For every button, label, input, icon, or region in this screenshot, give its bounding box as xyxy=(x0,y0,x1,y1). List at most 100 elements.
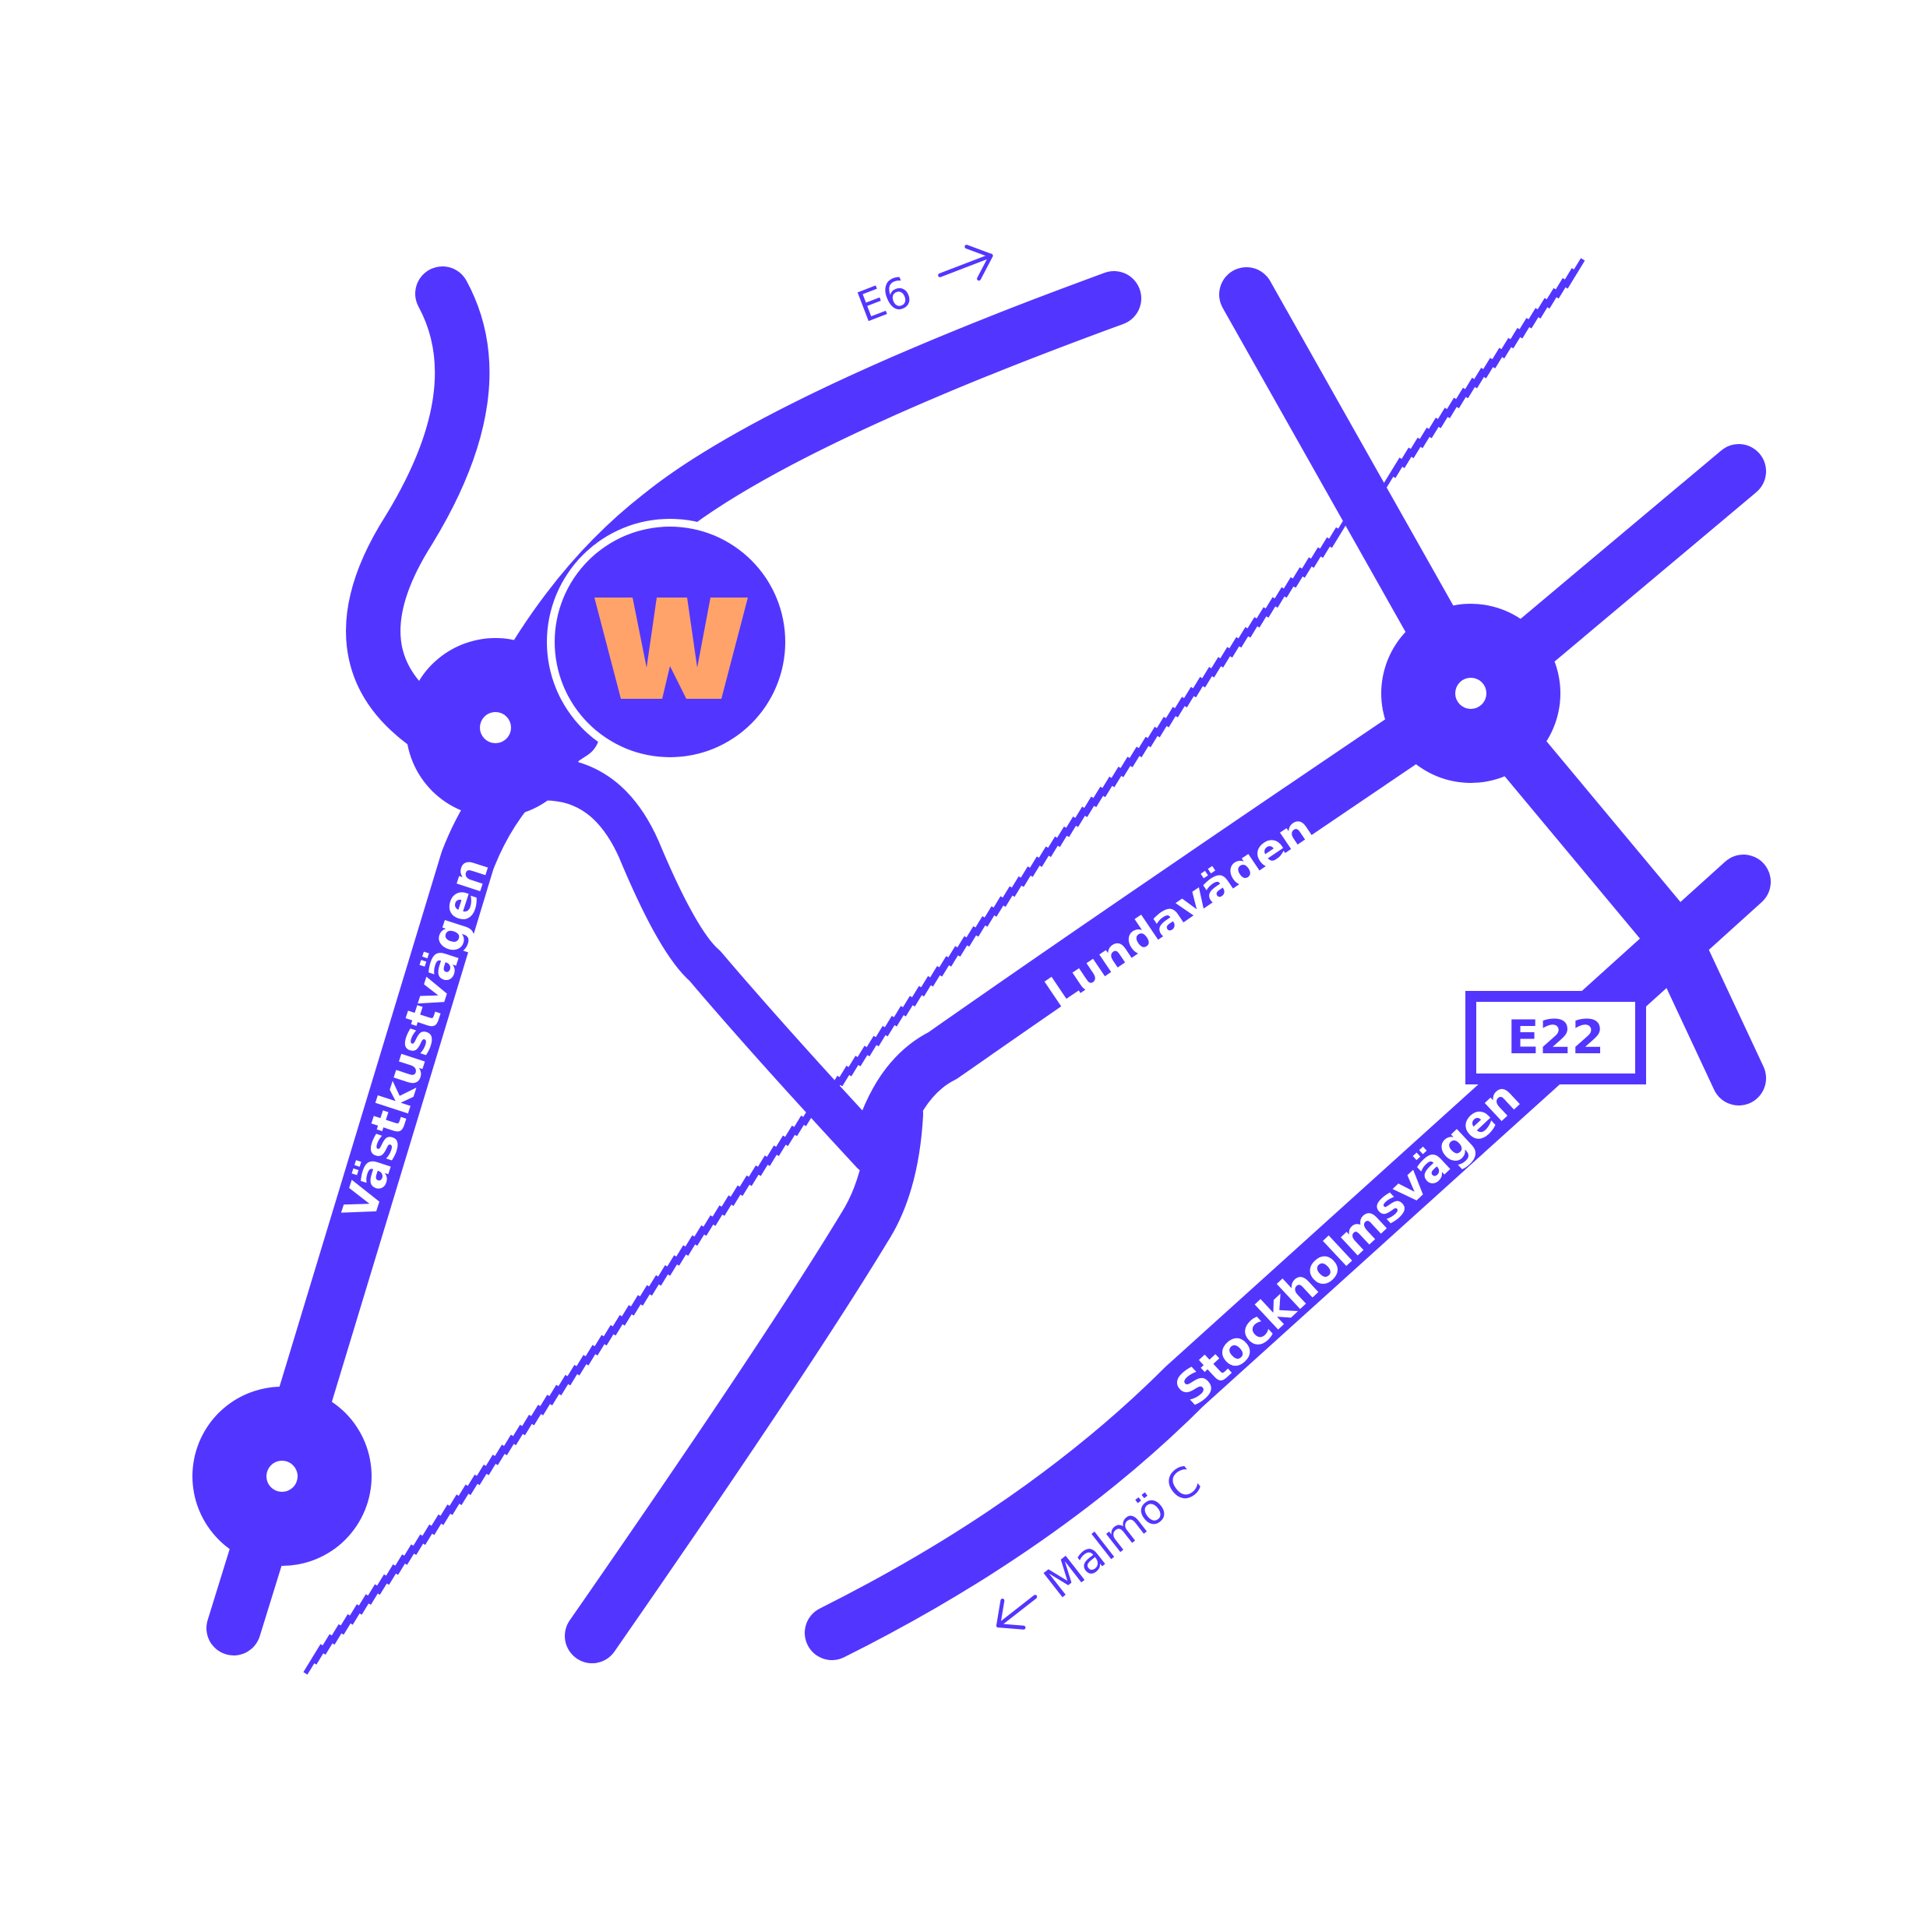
railway-tie xyxy=(1536,287,1558,319)
railway-tie xyxy=(430,1504,452,1535)
railway-tie xyxy=(502,1424,524,1455)
railway-tie xyxy=(1264,587,1286,618)
railway-tie xyxy=(1300,547,1322,578)
railway-tie xyxy=(1545,277,1567,309)
railway-tie xyxy=(548,1374,569,1405)
railway-tie xyxy=(1509,318,1531,349)
road-northeast-diagonal xyxy=(1219,267,1766,1105)
railway-tie xyxy=(485,1444,506,1475)
railway-tie xyxy=(947,936,968,967)
railway-tie xyxy=(739,1165,760,1197)
railway-tie xyxy=(1518,308,1540,339)
roundabout-southwest-center xyxy=(266,1461,298,1492)
railway-tie xyxy=(847,1045,869,1077)
railway-tie xyxy=(866,1025,887,1056)
railway-tie xyxy=(1500,327,1521,359)
railway-tie xyxy=(1391,447,1413,478)
railway-tie xyxy=(493,1434,515,1465)
railway-tie xyxy=(466,1465,488,1496)
road-stockholmsvagen xyxy=(805,855,1771,1660)
railway-tie xyxy=(385,1554,407,1585)
railway-tie xyxy=(1237,617,1259,648)
railway-tie xyxy=(1482,347,1504,379)
railway-tie xyxy=(412,1524,434,1555)
railway-tie xyxy=(1110,756,1132,788)
railway-tie xyxy=(1472,358,1494,389)
railway-tie xyxy=(321,1624,343,1655)
railway-tie xyxy=(1183,676,1204,708)
railway-tie xyxy=(439,1494,461,1525)
railway-tie xyxy=(720,1185,742,1216)
arrow-right-icon xyxy=(938,245,993,281)
railway-tie xyxy=(1400,437,1422,468)
railway-tie xyxy=(457,1474,479,1505)
railway-tie xyxy=(892,996,915,1027)
railway-tie xyxy=(1028,846,1050,877)
road-label-lundavagen: Lundavägen xyxy=(1036,802,1324,1021)
railway-tie xyxy=(938,946,960,977)
road-label-stockholmsvagen: Stockholmsvägen xyxy=(1165,1071,1530,1417)
railway-tie xyxy=(1019,856,1042,887)
railway-tie xyxy=(1445,387,1468,418)
railway-tie xyxy=(1065,806,1087,837)
railway-tie xyxy=(340,1604,361,1635)
arrow-left-icon xyxy=(996,1595,1038,1630)
railway-tie xyxy=(421,1514,442,1546)
railway-tie xyxy=(1137,726,1159,758)
railway-tie xyxy=(629,1285,651,1316)
railway-tie xyxy=(1010,866,1032,897)
railway-tie xyxy=(1292,557,1313,588)
railway-tie xyxy=(303,1644,325,1675)
railway-tie xyxy=(1083,786,1105,817)
railway-tie xyxy=(1310,537,1331,568)
railway-tie xyxy=(1554,268,1576,299)
railway-track xyxy=(303,258,1585,1675)
railway-tie xyxy=(992,886,1014,917)
railway-tie xyxy=(375,1564,397,1595)
railway-tie xyxy=(1419,418,1440,449)
railway-tie xyxy=(584,1334,606,1366)
railway-tie xyxy=(684,1225,706,1256)
railway-tie xyxy=(512,1415,534,1446)
railway-tie xyxy=(1074,796,1095,827)
railway-tie xyxy=(1165,696,1186,728)
railway-tie xyxy=(1464,368,1486,399)
railway-tie xyxy=(1155,707,1177,738)
road-central xyxy=(524,757,894,1175)
railway-tie xyxy=(639,1274,661,1306)
railway-tie xyxy=(539,1384,561,1416)
w-logo-icon[interactable] xyxy=(547,519,793,765)
railway-tie xyxy=(1255,597,1277,628)
road-lundavagen xyxy=(857,666,1500,1157)
railway-tie xyxy=(1427,407,1449,439)
railway-tie xyxy=(856,1035,878,1066)
railway-tie xyxy=(647,1265,669,1296)
svg-text:E6: E6 xyxy=(851,267,918,332)
railway-tie xyxy=(702,1205,724,1236)
railway-tie xyxy=(557,1365,579,1396)
railway-tie xyxy=(747,1155,769,1186)
railway-tie xyxy=(1119,746,1141,777)
railway-tie xyxy=(1409,427,1431,459)
railway-tie xyxy=(403,1534,425,1565)
railway-tie xyxy=(1246,607,1268,638)
railway-tie xyxy=(1273,576,1295,608)
railway-tie xyxy=(666,1245,688,1276)
railway-tie xyxy=(620,1295,642,1326)
railway-tie xyxy=(693,1215,715,1246)
railway-tie xyxy=(1101,767,1123,798)
railway-tie xyxy=(530,1394,552,1426)
railway-tie xyxy=(1382,457,1404,488)
roundabout-west-center xyxy=(480,712,511,743)
railway-tie xyxy=(330,1614,352,1645)
railway-tie xyxy=(575,1345,597,1376)
railway-tie xyxy=(965,916,987,947)
railway-tie xyxy=(766,1135,788,1166)
roundabout-east xyxy=(1381,604,1560,783)
road-label-vastkustvagen: Västkustvägen xyxy=(333,851,499,1227)
railway-tie xyxy=(983,896,1005,927)
railway-tie xyxy=(929,956,950,987)
railway-tie xyxy=(956,925,978,957)
road-network xyxy=(206,266,1771,1663)
